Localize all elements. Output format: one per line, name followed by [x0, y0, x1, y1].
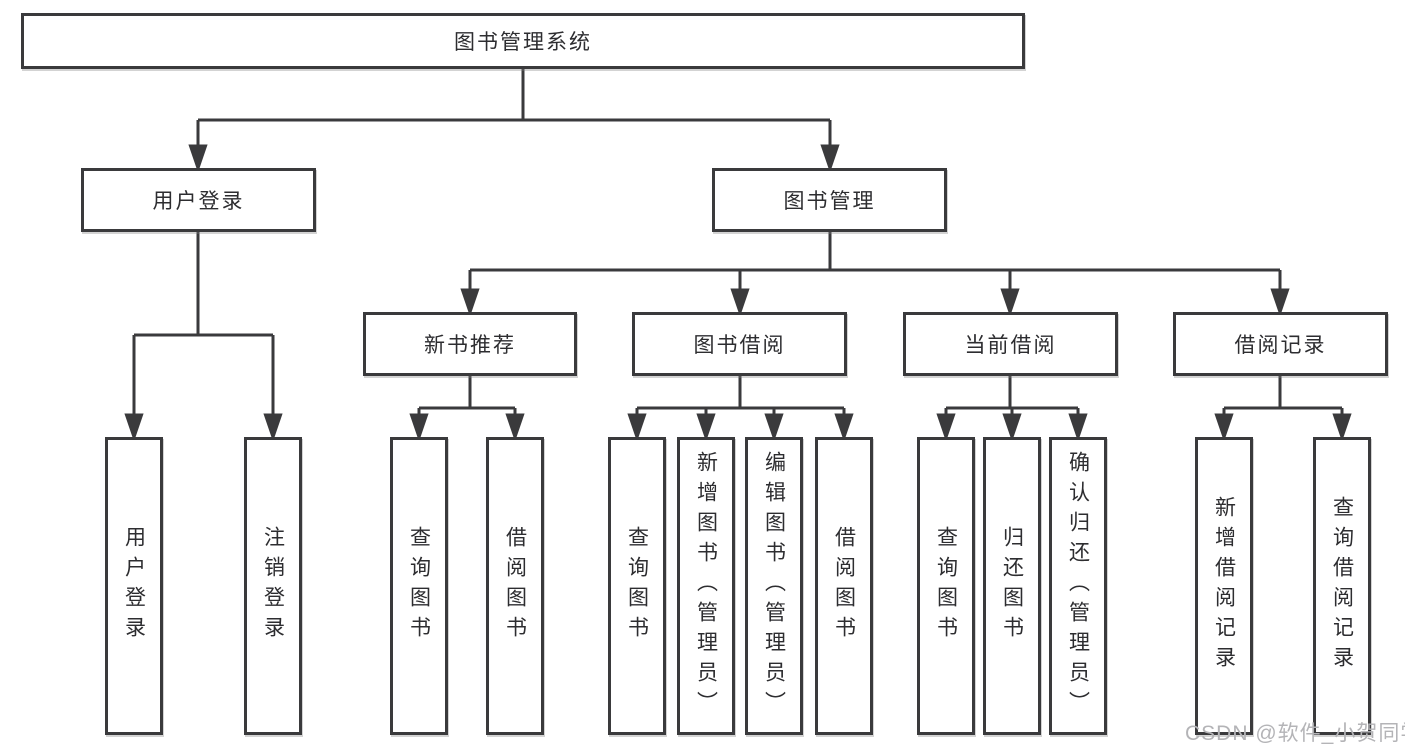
leaf-label: 新增借阅记录: [1212, 496, 1236, 676]
connector-book-management-to-level3: [460, 232, 1290, 317]
leaf-query-borrow-record: 查询借阅记录: [1313, 437, 1371, 735]
connector-current-borrow-to-leaves: [936, 376, 1088, 442]
node-current-borrow: 当前借阅: [903, 312, 1118, 376]
leaf-label: 查询图书: [934, 526, 958, 646]
leaf-label: 借阅图书: [503, 526, 527, 646]
leaf-query-books-recommend: 查询图书: [390, 437, 448, 735]
leaf-label: 确认归还（管理员）: [1066, 451, 1090, 721]
connector-new-book-recommend-to-leaves: [409, 376, 525, 442]
connector-book-borrow-to-leaves: [627, 376, 854, 442]
connector-user-login-to-leaves: [124, 232, 283, 442]
leaf-user-login: 用户登录: [105, 437, 163, 735]
leaf-add-books-admin: 新增图书（管理员）: [677, 437, 735, 735]
leaf-borrow-books-recommend: 借阅图书: [486, 437, 544, 735]
node-book-management: 图书管理: [712, 168, 947, 232]
leaf-borrow-books: 借阅图书: [815, 437, 873, 735]
leaf-logout: 注销登录: [244, 437, 302, 735]
node-new-book-recommend: 新书推荐: [363, 312, 577, 376]
node-label: 当前借阅: [964, 334, 1057, 357]
leaf-label: 查询借阅记录: [1330, 496, 1354, 676]
node-root-system: 图书管理系统: [21, 13, 1025, 69]
leaf-query-books-borrow: 查询图书: [608, 437, 666, 735]
leaf-confirm-return-admin: 确认归还（管理员）: [1049, 437, 1107, 735]
leaf-label: 用户登录: [122, 526, 146, 646]
node-user-login: 用户登录: [81, 168, 316, 232]
leaf-label: 新增图书（管理员）: [694, 451, 718, 721]
node-book-borrow: 图书借阅: [632, 312, 847, 376]
node-borrow-records: 借阅记录: [1173, 312, 1388, 376]
node-label: 图书管理: [783, 190, 876, 213]
node-label: 图书管理系统: [454, 31, 592, 54]
connector-root-to-level2: [188, 69, 840, 173]
node-label: 用户登录: [152, 190, 245, 213]
leaf-return-books: 归还图书: [983, 437, 1041, 735]
leaf-query-books-current: 查询图书: [917, 437, 975, 735]
node-label: 图书借阅: [693, 334, 786, 357]
leaf-label: 借阅图书: [832, 526, 856, 646]
leaf-add-borrow-record: 新增借阅记录: [1195, 437, 1253, 735]
leaf-label: 注销登录: [261, 526, 285, 646]
node-label: 借阅记录: [1234, 334, 1327, 357]
leaf-label: 归还图书: [1000, 526, 1024, 646]
leaf-label: 查询图书: [407, 526, 431, 646]
node-label: 新书推荐: [424, 334, 516, 357]
leaf-edit-books-admin: 编辑图书（管理员）: [745, 437, 803, 735]
leaf-label: 查询图书: [625, 526, 649, 646]
connector-borrow-records-to-leaves: [1214, 376, 1352, 442]
csdn-watermark: CSDN @软件_小贺同学: [1185, 722, 1405, 745]
leaf-label: 编辑图书（管理员）: [762, 451, 786, 721]
